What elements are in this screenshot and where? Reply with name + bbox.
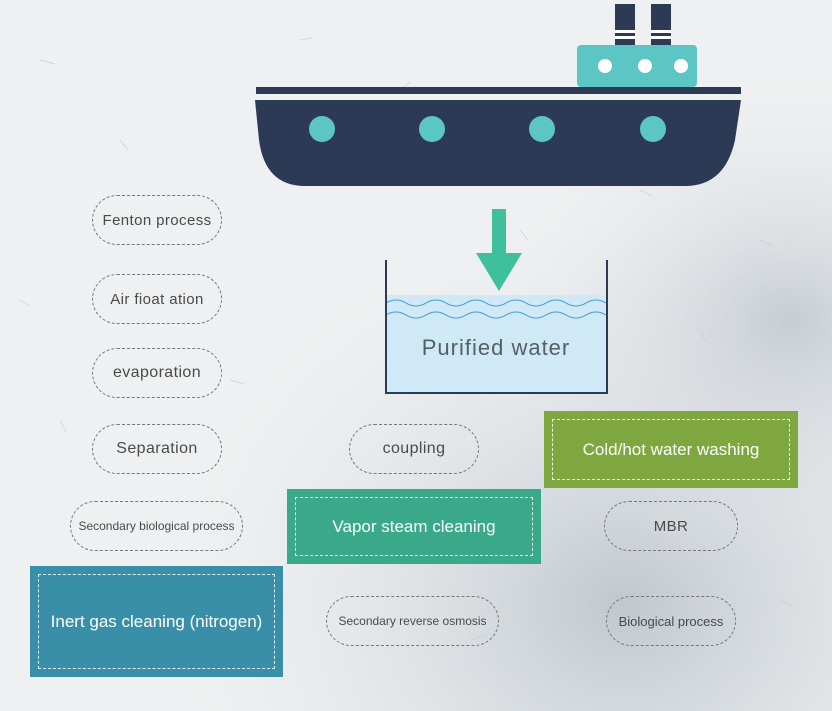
separation-node: Separation bbox=[92, 424, 222, 474]
porthole-icon bbox=[529, 116, 555, 142]
air-flotation-node: Air fioat ation bbox=[92, 274, 222, 324]
vapor-steam-cleaning-box: Vapor steam cleaning bbox=[287, 489, 541, 564]
mbr-node: MBR bbox=[604, 501, 738, 551]
ship-funnel-left bbox=[615, 4, 635, 48]
fenton-process-node: Fenton process bbox=[92, 195, 222, 245]
ship-hull bbox=[255, 100, 741, 186]
ship-funnel-right bbox=[651, 4, 671, 48]
water-tank bbox=[385, 209, 608, 394]
secondary-reverse-osmosis-node: Secondary reverse osmosis bbox=[326, 596, 499, 646]
vapor-steam-cleaning-label: Vapor steam cleaning bbox=[332, 516, 496, 536]
down-arrow-icon bbox=[492, 209, 506, 259]
purified-water-label: Purified water bbox=[421, 335, 571, 360]
inert-gas-cleaning-label: Inert gas cleaning (nitrogen) bbox=[50, 611, 263, 631]
dashed-inner-border bbox=[552, 419, 790, 480]
ship-deck bbox=[256, 87, 741, 94]
down-arrow-head-icon bbox=[476, 253, 522, 291]
porthole-icon bbox=[419, 116, 445, 142]
cold-hot-water-washing-label: Cold/hot water washing bbox=[582, 439, 760, 459]
dashed-inner-border bbox=[38, 574, 275, 669]
cold-hot-water-washing-box: Cold/hot water washing bbox=[544, 411, 798, 488]
ship-cabin bbox=[577, 45, 697, 87]
evaporation-node: evaporation bbox=[92, 348, 222, 398]
secondary-biological-process-node: Secondary biological process bbox=[70, 501, 243, 551]
inert-gas-cleaning-box: Inert gas cleaning (nitrogen) bbox=[30, 566, 283, 677]
porthole-icon bbox=[309, 116, 335, 142]
biological-process-node: Biological process bbox=[606, 596, 736, 646]
porthole-icon bbox=[640, 116, 666, 142]
ship-illustration bbox=[255, 4, 741, 186]
dashed-inner-border bbox=[295, 497, 533, 556]
coupling-node: coupling bbox=[349, 424, 479, 474]
